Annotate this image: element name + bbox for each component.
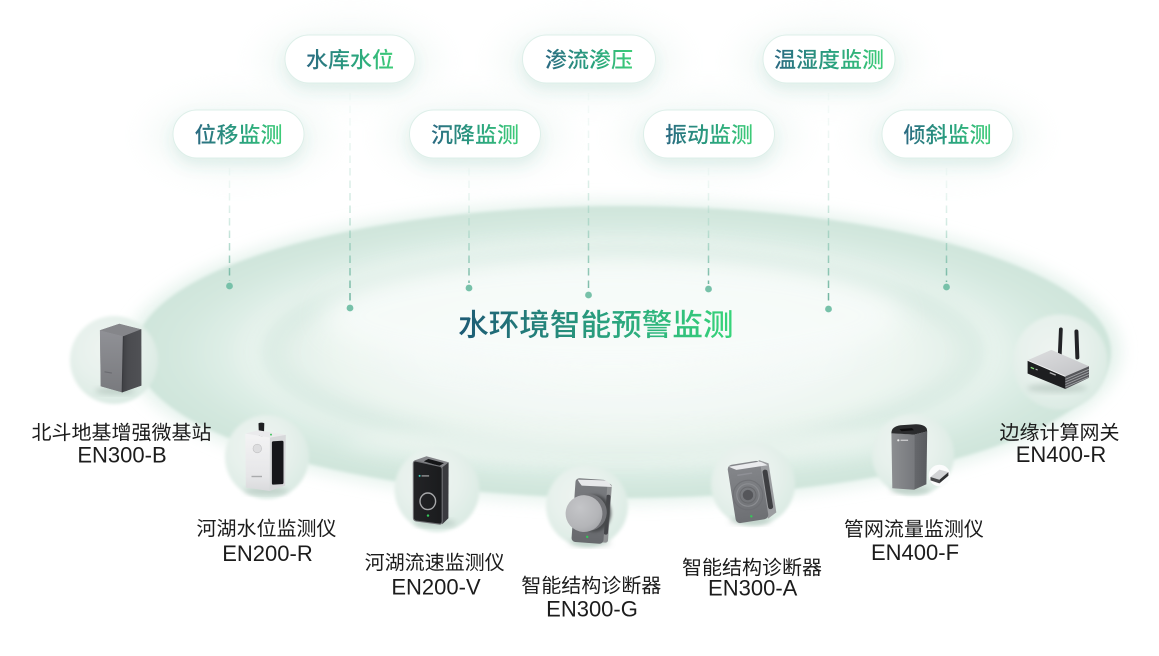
svg-text:EN300-B: EN300-B	[77, 443, 166, 468]
svg-text:EN200-R: EN200-R	[222, 541, 312, 566]
svg-text:EN300-A: EN300-A	[708, 576, 798, 601]
svg-text:EN400-F: EN400-F	[871, 540, 959, 565]
svg-text:EN400-R: EN400-R	[1016, 442, 1106, 467]
svg-text:EN200-V: EN200-V	[391, 575, 481, 600]
svg-text:EN300-G: EN300-G	[546, 597, 638, 622]
